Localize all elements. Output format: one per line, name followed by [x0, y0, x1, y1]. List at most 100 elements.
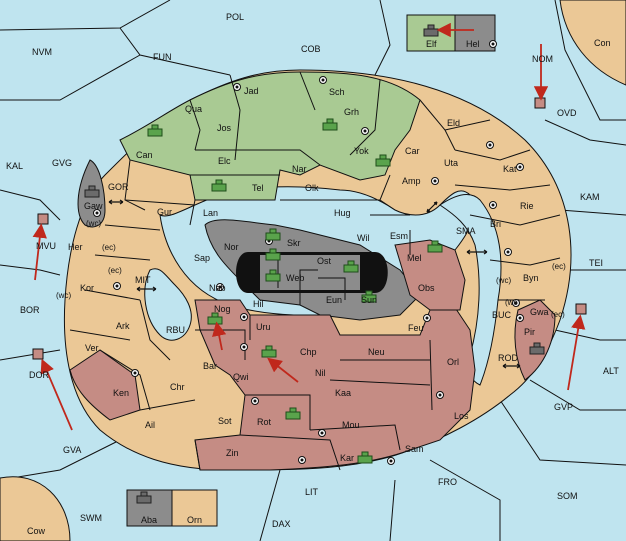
coast-byn-wc: (wc) — [496, 276, 511, 285]
prov-Ark: Ark — [116, 321, 130, 331]
prov-Rot: Rot — [257, 417, 272, 427]
prov-Bar: Bar — [203, 361, 217, 371]
region-red-ken — [69, 349, 141, 421]
sea-GVG: GVG — [52, 158, 72, 168]
sea-KAL: KAL — [6, 161, 23, 171]
sea-SWM: SWM — [80, 513, 102, 523]
prov-Kat: Kat — [503, 164, 517, 174]
prov-Elf: Elf — [426, 39, 437, 49]
region-green — [119, 71, 421, 201]
land-pir — [514, 299, 556, 381]
sea-MIT: MIT — [135, 275, 151, 285]
unit-pir — [529, 342, 545, 355]
prov-Kor: Kor — [80, 283, 94, 293]
unit-dor — [32, 348, 44, 360]
prov-Uru: Uru — [256, 322, 271, 332]
prov-Grh: Grh — [344, 107, 359, 117]
unit-nor — [265, 228, 281, 241]
sma-strait — [439, 194, 502, 386]
prov-Jad: Jad — [244, 86, 259, 96]
sea-BUC: BUC — [492, 310, 512, 320]
prov-Bri: Bri — [490, 219, 501, 229]
prov-Hug: Hug — [334, 208, 351, 218]
prov-Chp: Chp — [300, 347, 317, 357]
sea-DOR: DOR — [29, 370, 50, 380]
sea-GVA: GVA — [63, 445, 81, 455]
unit-aba — [136, 491, 152, 504]
box-hel — [454, 14, 496, 52]
sea-labels: POL NVM FUN COB NOM OVD Con KAL GVG GOR … — [6, 12, 619, 536]
unit-gaw — [84, 185, 100, 198]
prov-Nil: Nil — [315, 368, 326, 378]
prov-Neu: Neu — [368, 347, 385, 357]
prov-Tel: Tel — [252, 183, 264, 193]
province-labels: Elf Hel Jad Sch Qua Grh Eld Jos Can Yok … — [68, 39, 549, 525]
prov-Ail: Ail — [145, 420, 155, 430]
unit-skr — [265, 248, 281, 261]
sea-GOR: GOR — [108, 182, 129, 192]
coast-kor-wc: (wc) — [56, 291, 71, 300]
prov-Gaw: Gaw — [84, 201, 103, 211]
sea-COB: COB — [301, 44, 321, 54]
unit-can — [147, 124, 163, 137]
sea-OVD: OVD — [557, 108, 577, 118]
prov-Ken: Ken — [113, 388, 129, 398]
prov-Kaa: Kaa — [335, 388, 351, 398]
prov-Nab: Nab — [209, 283, 226, 293]
prov-Rie: Rie — [520, 201, 534, 211]
coast-mvu-wc: (wc) — [86, 219, 101, 228]
sea-SMA: SMA — [456, 226, 476, 236]
coast-byn-ec: (ec) — [552, 262, 566, 271]
prov-Qua: Qua — [185, 104, 202, 114]
prov-Qwi: Qwi — [233, 372, 249, 382]
prov-Car: Car — [405, 146, 420, 156]
prov-Pir: Pir — [524, 327, 535, 337]
prov-Web: Web — [286, 273, 304, 283]
center-pill-inner — [260, 255, 360, 290]
sea-LIT: LIT — [305, 487, 319, 497]
unit-kar — [357, 451, 373, 464]
prov-Her: Her — [68, 242, 83, 252]
sea-SOM: SOM — [557, 491, 578, 501]
sea-DAX: DAX — [272, 519, 291, 529]
prov-Kar: Kar — [340, 453, 354, 463]
sea-NOM: NOM — [532, 54, 553, 64]
prov-Byn: Byn — [523, 273, 539, 283]
sea-TEI: TEI — [589, 258, 603, 268]
units — [32, 24, 587, 504]
sea-POL: POL — [226, 12, 244, 22]
order-arrows — [32, 22, 586, 431]
sea-FUN: FUN — [153, 52, 172, 62]
unit-ost — [343, 260, 359, 273]
prov-Uta: Uta — [444, 158, 458, 168]
rbu-inlet — [144, 268, 192, 341]
prov-Gur: Gur — [157, 207, 172, 217]
prov-Mou: Mou — [342, 420, 360, 430]
sea-GVP: GVP — [554, 402, 573, 412]
sea-BOR: BOR — [20, 305, 40, 315]
unit-ovd — [534, 97, 546, 109]
prov-Obs: Obs — [418, 283, 435, 293]
unit-grh — [322, 118, 338, 131]
unit-web — [265, 269, 281, 282]
prov-Aba: Aba — [141, 515, 157, 525]
unit-hup — [575, 303, 587, 315]
prov-Sap: Sap — [194, 253, 210, 263]
adjacency-arrows — [108, 199, 521, 369]
prov-Nog: Nog — [214, 304, 231, 314]
box-orn — [171, 489, 218, 527]
prov-Olk: Olk — [305, 183, 319, 193]
sea-ROD: ROD — [498, 353, 519, 363]
unit-mvu — [37, 213, 49, 225]
coast-gwa-ec: (ec) — [551, 310, 565, 319]
supply-centers — [93, 40, 524, 465]
prov-Eld: Eld — [447, 118, 460, 128]
prov-Zin: Zin — [226, 448, 239, 458]
coast-kor-ec: (ec) — [108, 266, 122, 275]
unit-chp — [261, 345, 277, 358]
unit-rot — [285, 407, 301, 420]
sea-ALT: ALT — [603, 366, 619, 376]
